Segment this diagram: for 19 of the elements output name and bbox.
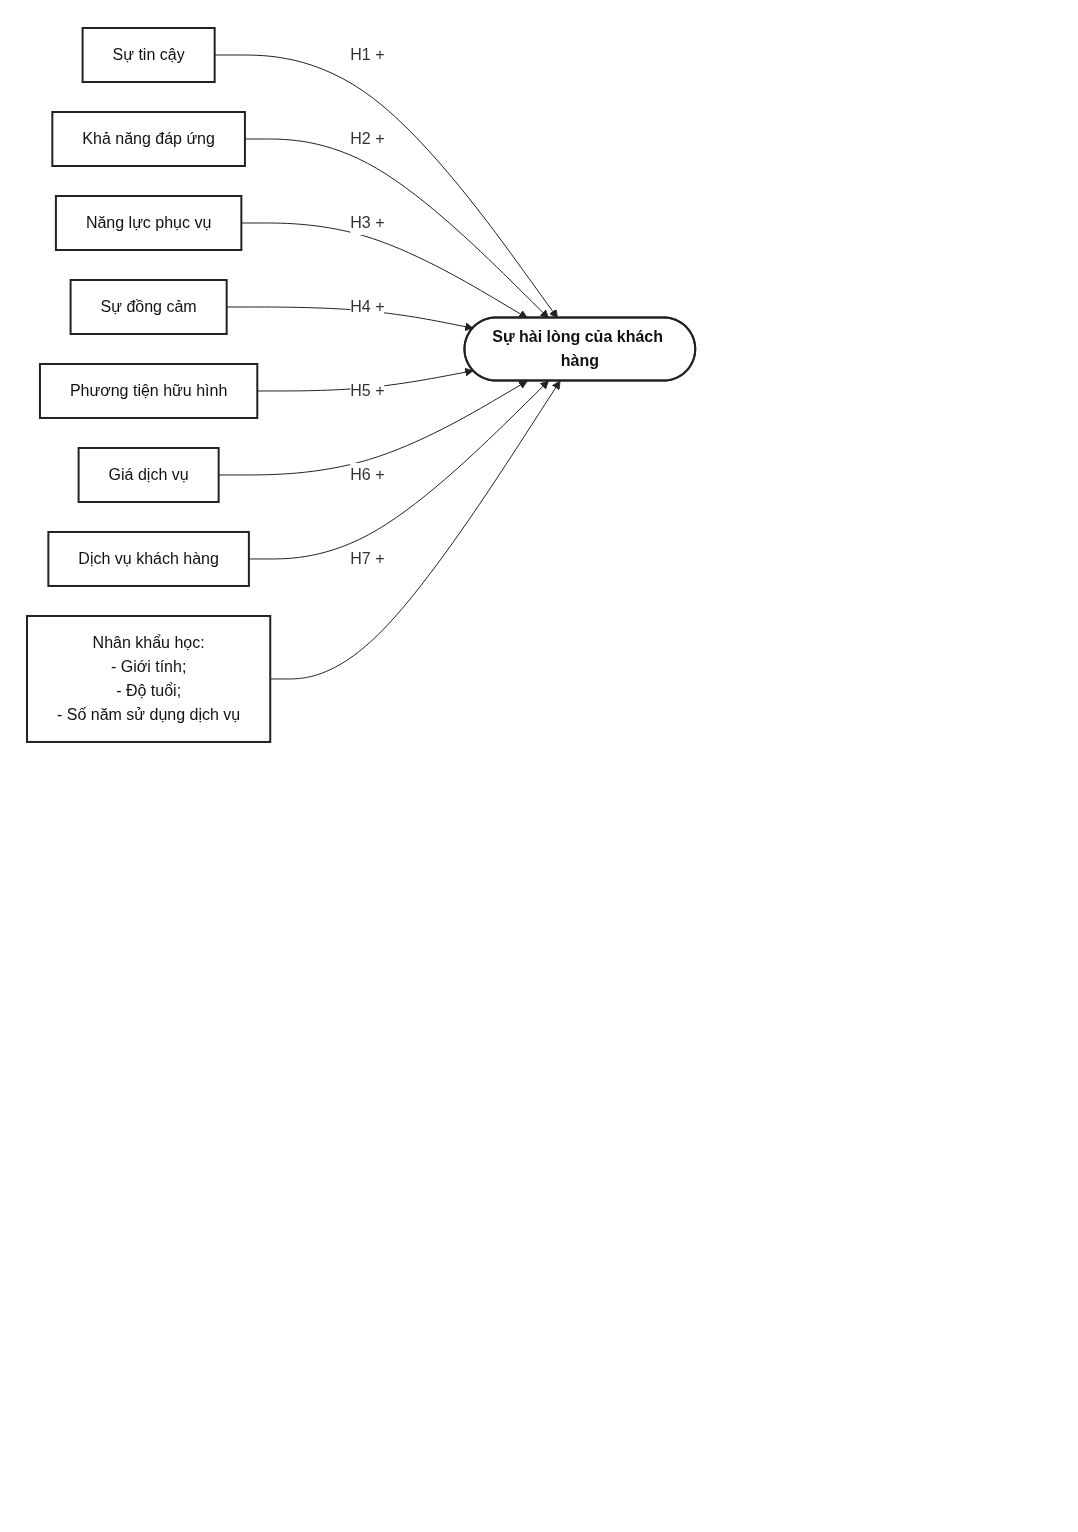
- edge-label: H6 +: [350, 465, 385, 483]
- node-box: Phương tiện hữu hình: [38, 363, 259, 419]
- node-box: Khả năng đáp ứng: [51, 111, 246, 167]
- edge-label: H1 +: [350, 46, 385, 63]
- arrow: [248, 380, 549, 560]
- node-box: Giá dịch vụ: [77, 447, 220, 503]
- node-box: Sự tin cậy: [81, 27, 216, 83]
- node-box: Sự đồng cảm: [69, 279, 228, 335]
- edge-label: H5 +: [350, 381, 385, 399]
- edge-label: H7 +: [350, 549, 385, 567]
- arrow: [218, 380, 528, 476]
- edge-label: H4 +: [350, 297, 385, 315]
- node-box: Năng lực phục vụ: [54, 195, 243, 251]
- edge-label: H3 +: [350, 213, 385, 231]
- node-box: Nhân khẩu học: - Giới tính; - Độ tuổi; - Số năm sử dụng dịch vụ: [26, 614, 272, 743]
- arrow: [244, 138, 549, 319]
- node-box: Dịch vụ khách hàng: [47, 531, 250, 587]
- edge-label: H2 +: [350, 130, 385, 147]
- arrow: [214, 54, 558, 319]
